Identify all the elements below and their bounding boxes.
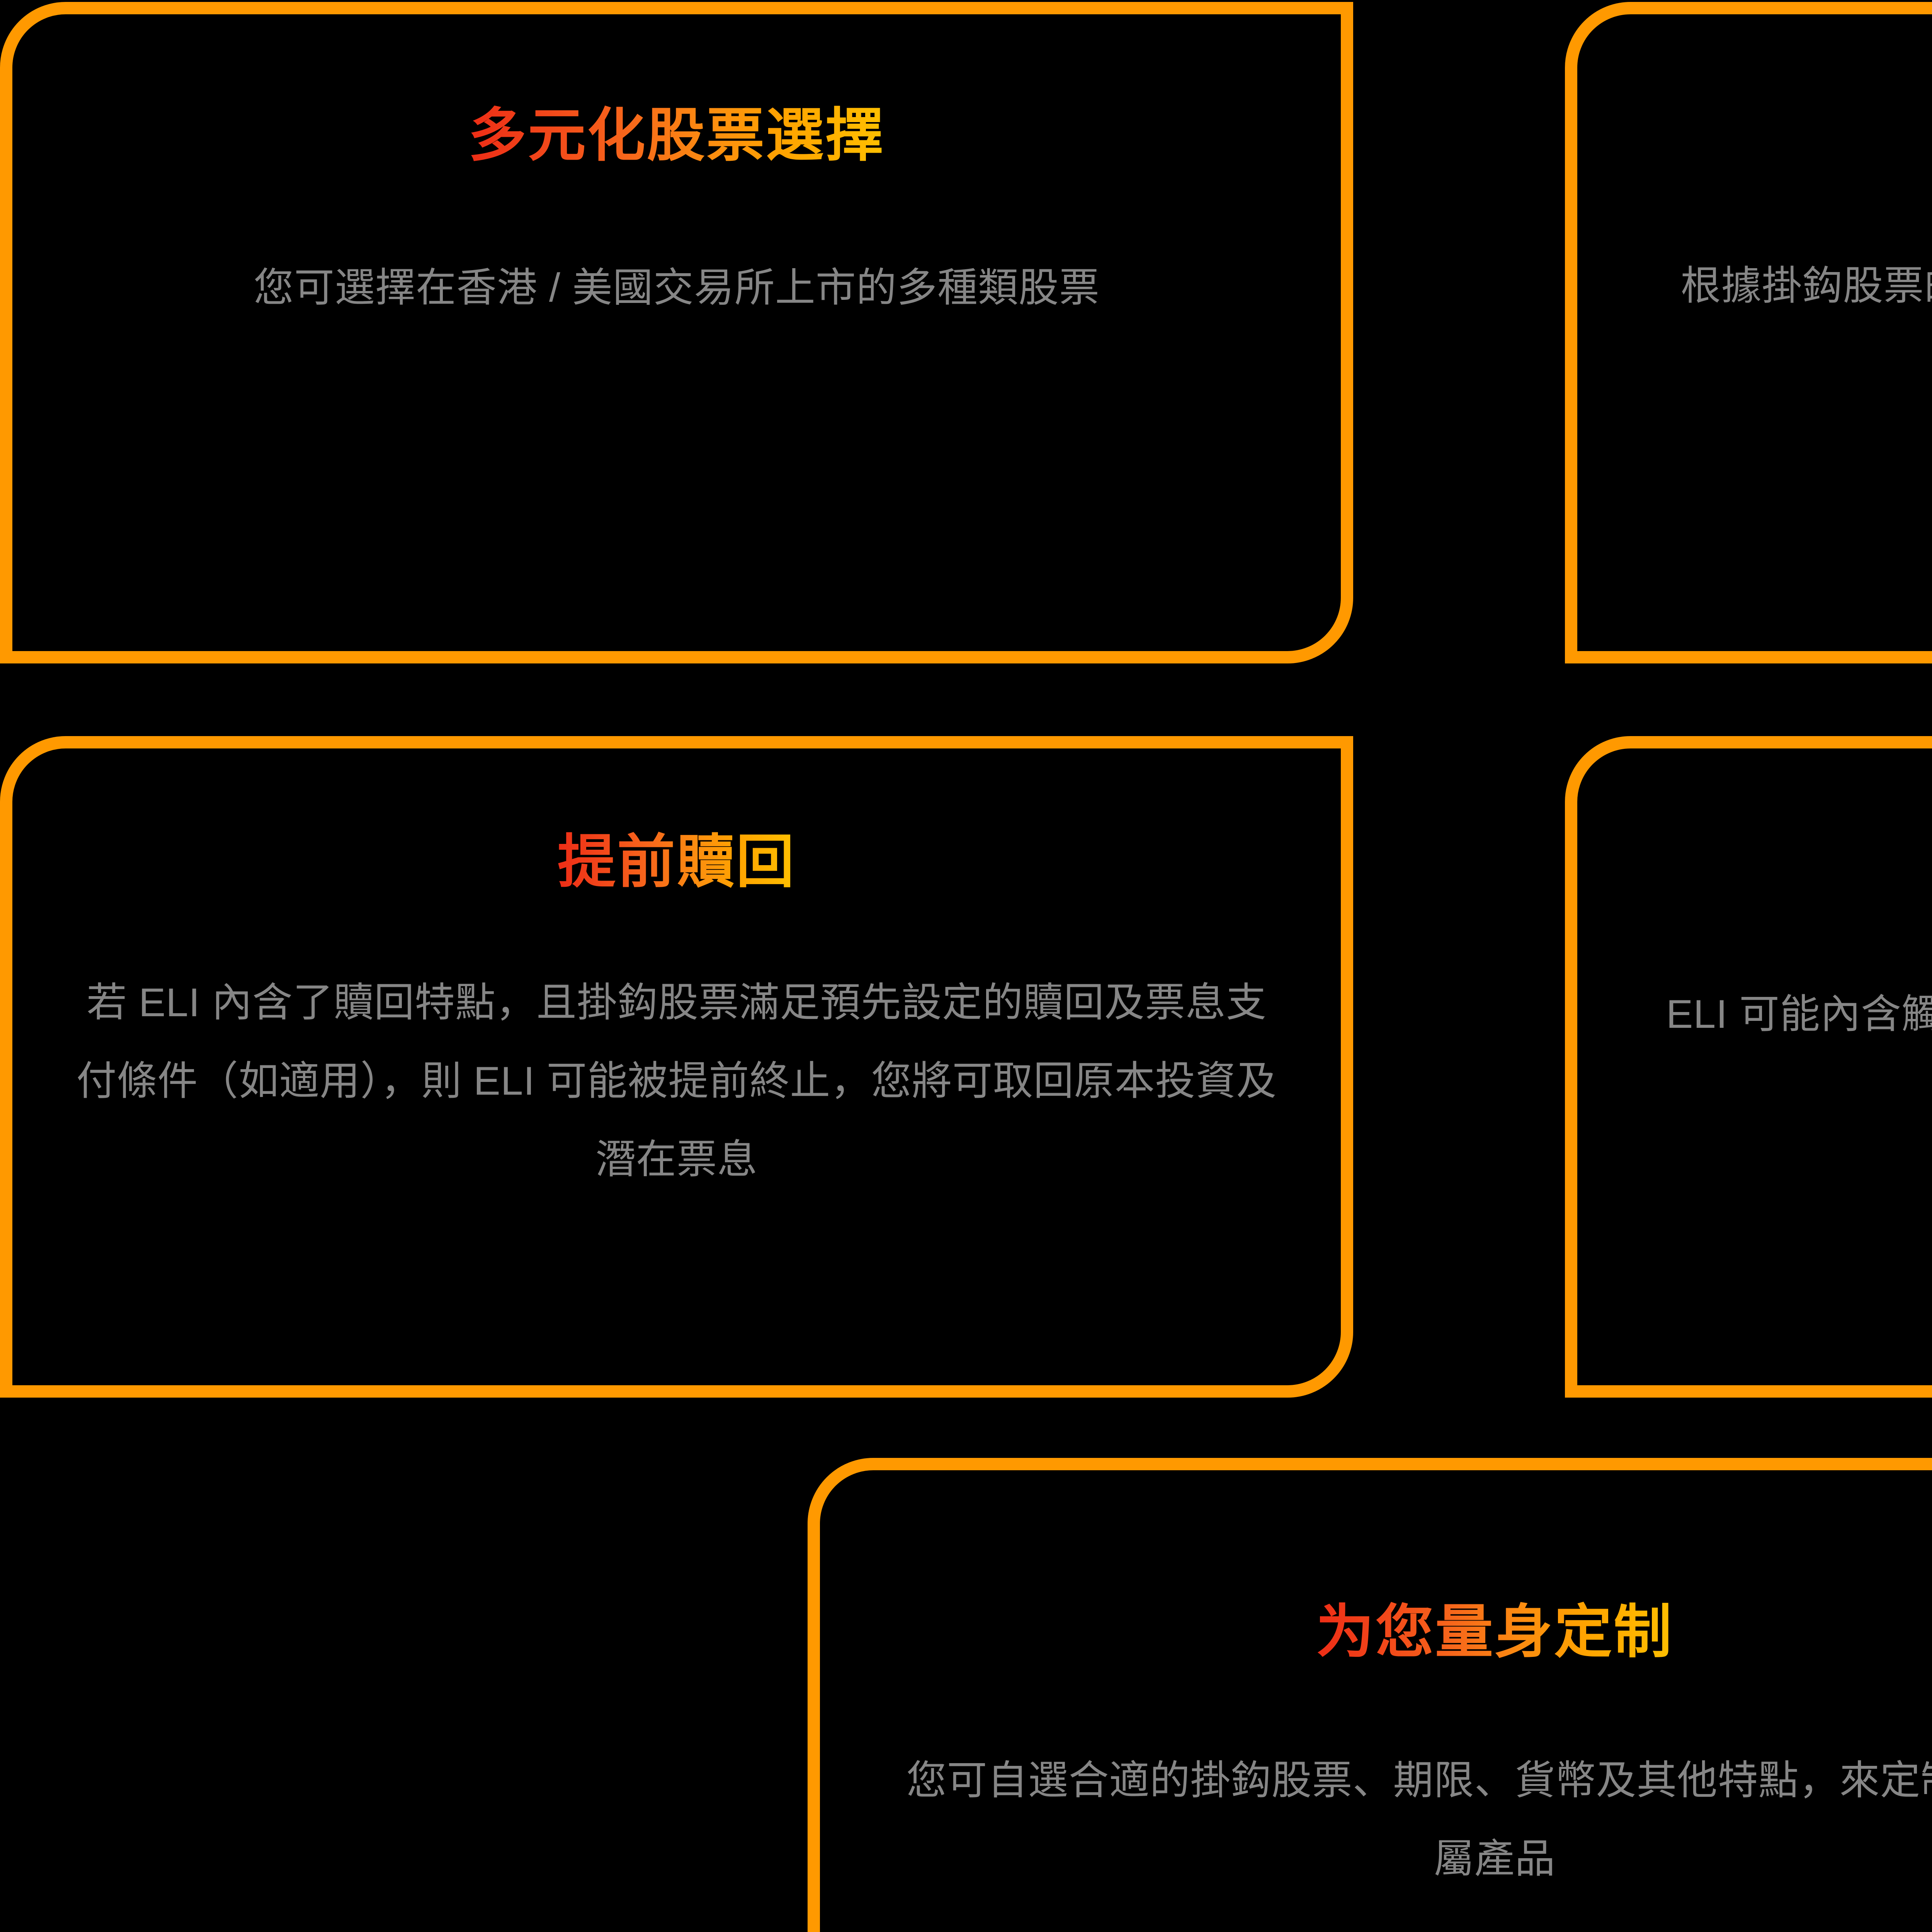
feature-card-description: 您可選擇在香港 / 美國交易所上市的多種類股票 [253, 265, 1100, 310]
feature-card-title: 为您量身定制 [1316, 1598, 1673, 1666]
feature-card-potential-return: 潛在回報 根據掛鈎股票的價格走勢及您的 ELI 條款，潛在票息有機會被派發及封頂 [1565, 2, 1932, 663]
feature-card-title: 提前贖回 [558, 828, 796, 896]
feature-card-title: 多元化股票選擇 [468, 101, 885, 170]
feature-card-mitigate-impact: 減輕不利影響 ELI 可能內含觸及生效（氣墊特點）或最低贖回額，在市場環境不利時… [1565, 736, 1932, 1398]
feature-card-description: 您可自選合適的掛鈎股票、期限、貨幣及其他特點，來定制您的專屬產品 [906, 1758, 1932, 1881]
feature-card-diversified-stock: 多元化股票選擇 您可選擇在香港 / 美國交易所上市的多種類股票 [0, 2, 1353, 663]
feature-card-description: 根據掛鈎股票的價格走勢及您的 ELI 條款，潛在票息有機會被派發及封頂 [1680, 264, 1932, 308]
feature-card-description: 若 ELI 內含了贖回特點，且掛鈎股票滿足預先設定的贖回及票息支付條件（如適用）… [76, 980, 1277, 1182]
feature-card-description: ELI 可能內含觸及生效（氣墊特點）或最低贖回額，在市場環境不利時起了緩衝作用 [1666, 992, 1932, 1037]
feature-card-tailor-made: 为您量身定制 您可自選合適的掛鈎股票、期限、貨幣及其他特點，來定制您的專屬產品 [808, 1458, 1932, 1932]
feature-card-early-redemption: 提前贖回 若 ELI 內含了贖回特點，且掛鈎股票滿足預先設定的贖回及票息支付條件… [0, 736, 1353, 1398]
